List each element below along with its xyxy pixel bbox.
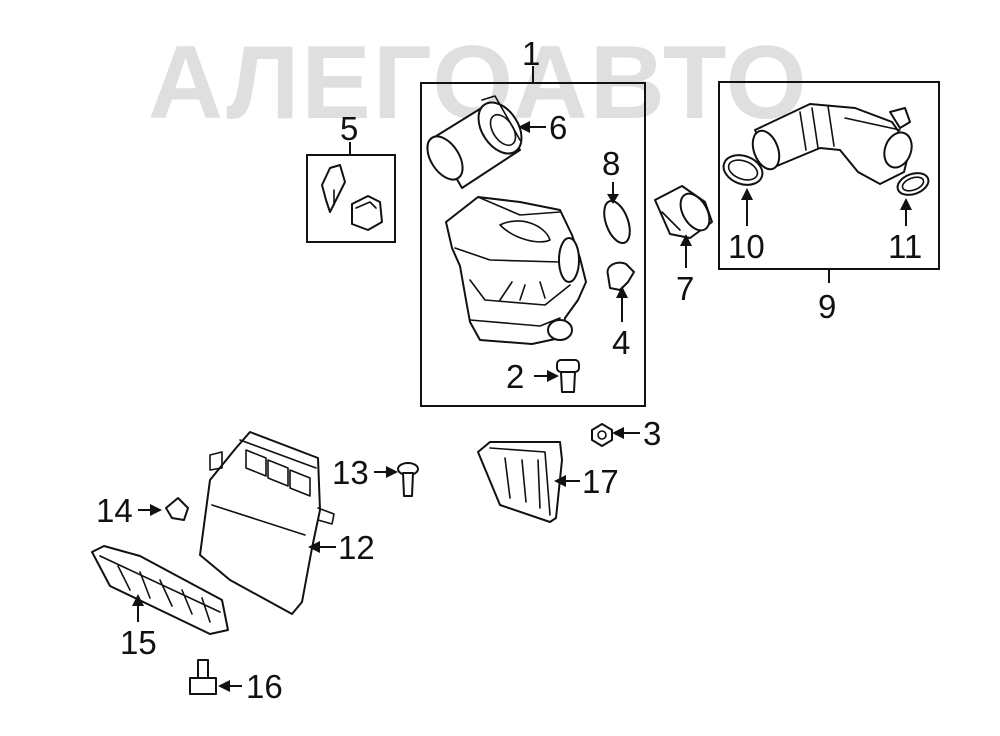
air-cleaner-housing (445, 196, 587, 345)
callout-17: 17 (582, 463, 619, 500)
retainer-clip (165, 497, 189, 521)
rubber-mount (351, 195, 383, 231)
callout-11: 11 (888, 228, 922, 265)
callout-7: 7 (676, 270, 694, 307)
callout-2: 2 (506, 358, 524, 395)
deflector-15 (91, 545, 229, 635)
callout-10: 10 (728, 228, 765, 265)
mass-air-flow-housing (654, 185, 713, 239)
callout-14: 14 (96, 492, 133, 529)
callout-8: 8 (602, 145, 620, 182)
callout-12: 12 (338, 529, 375, 566)
seal-ring (603, 199, 631, 245)
air-duct-12 (199, 431, 335, 615)
bracket (321, 164, 346, 213)
callout-1: 1 (522, 35, 540, 72)
callout-16: 16 (246, 668, 283, 705)
intake-hose (751, 103, 913, 185)
hose-clamp-left (722, 154, 764, 186)
callout-6: 6 (549, 109, 567, 146)
filter-element (426, 95, 523, 189)
clip (606, 261, 635, 291)
grommet (556, 359, 580, 393)
nut (591, 423, 613, 447)
callout-3: 3 (643, 415, 661, 452)
bolt-16 (189, 659, 217, 695)
callout-9: 9 (818, 288, 836, 325)
callout-15: 15 (120, 624, 157, 661)
intake-duct-17 (477, 441, 563, 523)
callout-4: 4 (612, 324, 630, 361)
bracket-kit-box (306, 154, 396, 243)
callout-5: 5 (340, 110, 358, 147)
leader-lines (132, 66, 912, 692)
callout-labels: 1 2 3 4 5 6 7 8 9 10 11 12 13 14 15 16 1… (96, 35, 922, 705)
callout-13: 13 (332, 454, 369, 491)
bolt-13 (397, 462, 419, 497)
